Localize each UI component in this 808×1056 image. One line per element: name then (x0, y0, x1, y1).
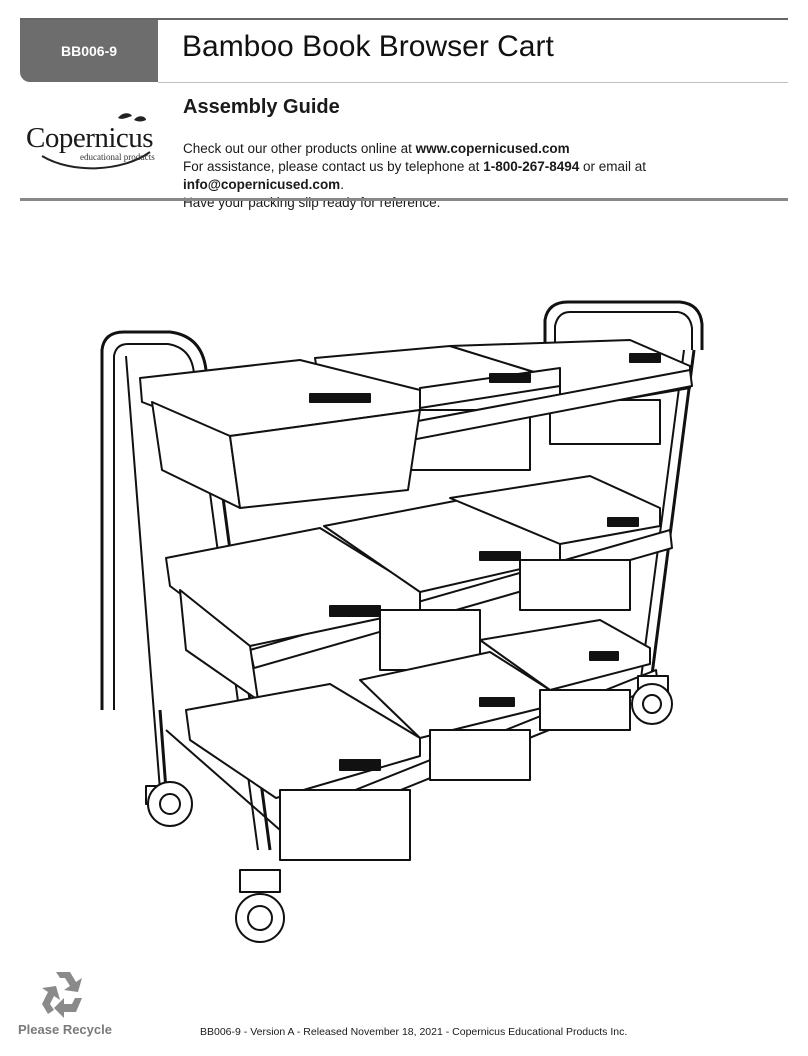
logo-brand: Copernicus (26, 122, 154, 154)
caster-back-right (631, 675, 673, 725)
contact-line-website: Check out our other products online at w… (183, 141, 570, 156)
header-divider (20, 198, 788, 201)
email-link[interactable]: info@copernicused.com (183, 177, 341, 192)
assembly-guide-title: Assembly Guide (183, 96, 340, 118)
product-code: BB006-9 (60, 43, 118, 59)
contact-info: Check out our other products online at w… (183, 140, 808, 212)
footer-version-text: BB006-9 - Version A - Released November … (200, 1026, 628, 1038)
header-bottom-rule (158, 82, 788, 83)
product-code-tab: BB006-9 (20, 20, 158, 82)
logo-tagline: educational products (80, 152, 155, 162)
product-title: Bamboo Book Browser Cart (182, 30, 554, 63)
recycle-icon (42, 972, 82, 1018)
contact-line-packing: Have your packing slip ready for referen… (183, 195, 441, 210)
phone-number: 1-800-267-8494 (483, 159, 580, 174)
caster-back-left (145, 781, 193, 827)
contact-line-support: For assistance, please contact us by tel… (183, 159, 647, 192)
caster-front-left (235, 869, 285, 943)
website-link[interactable]: www.copernicused.com (415, 141, 570, 156)
logo-swoosh-icon (41, 113, 151, 170)
copernicus-logo: Copernicus educational products (22, 112, 162, 172)
header-top-rule (20, 18, 788, 20)
please-recycle-label: Please Recycle (18, 1022, 112, 1037)
book-cart-illustration (100, 300, 704, 943)
